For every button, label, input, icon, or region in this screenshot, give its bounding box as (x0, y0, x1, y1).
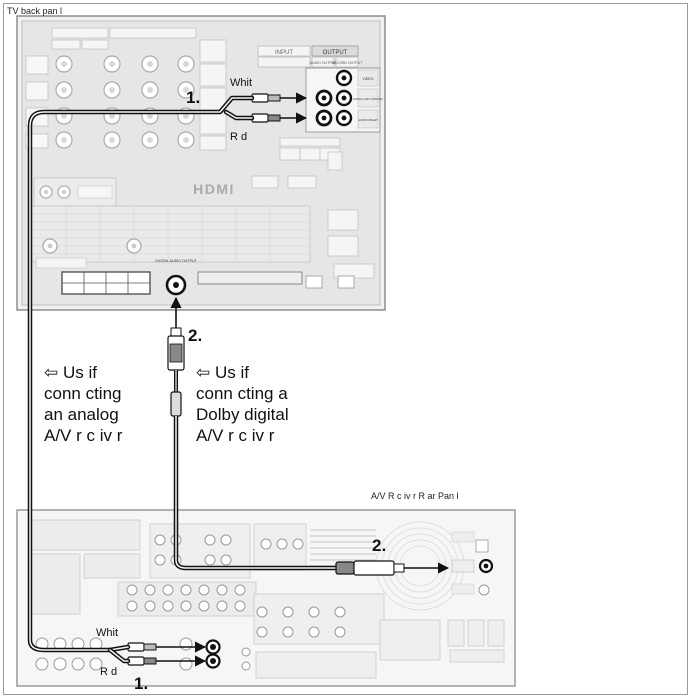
tv-red-label: R d (230, 131, 248, 143)
receiver-digital-input-jack (451, 558, 494, 574)
receiver-step1-number: 1. (134, 674, 149, 693)
receiver-right-jacks (451, 531, 490, 596)
receiver-white-label: Whit (96, 627, 118, 639)
tv-output-label: OUTPUT (323, 50, 348, 56)
tv-audio-right-label: AUDIO RIGHT (358, 118, 378, 122)
tv-mid-boxes (199, 39, 227, 151)
tv-record-output-label: RECORD OUTPUT (332, 61, 363, 65)
digital-cable (167, 296, 450, 576)
tv-step2-number: 2. (188, 326, 203, 345)
digital-note-line: ⇦ Us if (196, 363, 249, 382)
analog-note-line: A/V r c iv r (44, 426, 123, 445)
tv-audio-output-label: AUDIO OUTPUT (310, 61, 337, 65)
receiver-left-block (29, 519, 141, 615)
receiver-step2-number: 2. (372, 536, 387, 555)
tv-lower-left-jacks (33, 177, 117, 207)
receiver-rear-panel-title: A/V R c iv r R ar Pan l (371, 491, 459, 501)
analog-note-line: ⇦ Us if (44, 363, 97, 382)
tv-white-label: Whit (230, 77, 252, 89)
tv-header-strip (51, 27, 197, 50)
tv-digital-audio-output-jack: DIGITAL AUDIO OUTPUT (155, 259, 198, 296)
tv-back-panel: INPUT OUTPUT AUDIO OUTPUT RECORD OUTPUT … (16, 15, 386, 311)
tv-input-label: INPUT (275, 50, 293, 56)
receiver-bottom-right (255, 619, 505, 679)
receiver-rear-panel (16, 509, 516, 687)
digital-note: ⇦ Us if conn cting a Dolby digital A/V r… (196, 362, 289, 446)
tv-jack-grid (55, 55, 195, 149)
tv-audio-left-label: AUDIO LEFT (MONO) (353, 97, 383, 101)
tv-rca-plug-white (251, 92, 308, 104)
analog-cable (27, 95, 255, 664)
hdmi-logo: HDMI (193, 181, 235, 197)
tv-step1-number: 1. (186, 88, 201, 107)
tv-right-blocks (327, 209, 375, 279)
tv-back-panel-title: TV back pan l (7, 6, 63, 16)
analog-note-line: conn cting (44, 384, 122, 403)
digital-note-line: conn cting a (196, 384, 288, 403)
tv-output-jacks (315, 69, 353, 127)
receiver-red-label: R d (100, 666, 118, 678)
tv-bottom-connectors (61, 271, 355, 295)
receiver-input-jacks (205, 639, 221, 669)
tv-video-label: VIDEO (362, 77, 373, 81)
tv-hdmi-grid (31, 205, 311, 263)
digital-audio-output-label: DIGITAL AUDIO OUTPUT (155, 259, 197, 263)
diagram-frame (3, 3, 688, 695)
receiver-mid-block (253, 523, 385, 645)
digital-note-line: Dolby digital (196, 405, 289, 424)
tv-io-header: INPUT OUTPUT AUDIO OUTPUT RECORD OUTPUT (257, 45, 363, 68)
analog-note-line: an analog (44, 405, 119, 424)
receiver-terminals (117, 581, 257, 617)
analog-note: ⇦ Us if conn cting an analog A/V r c iv … (44, 362, 122, 446)
tv-lower-boxes (251, 137, 343, 189)
tv-rca-plug-red (251, 112, 308, 124)
digital-note-line: A/V r c iv r (196, 426, 275, 445)
tv-lower-round-jacks (35, 238, 142, 269)
receiver-text-block (310, 529, 376, 567)
